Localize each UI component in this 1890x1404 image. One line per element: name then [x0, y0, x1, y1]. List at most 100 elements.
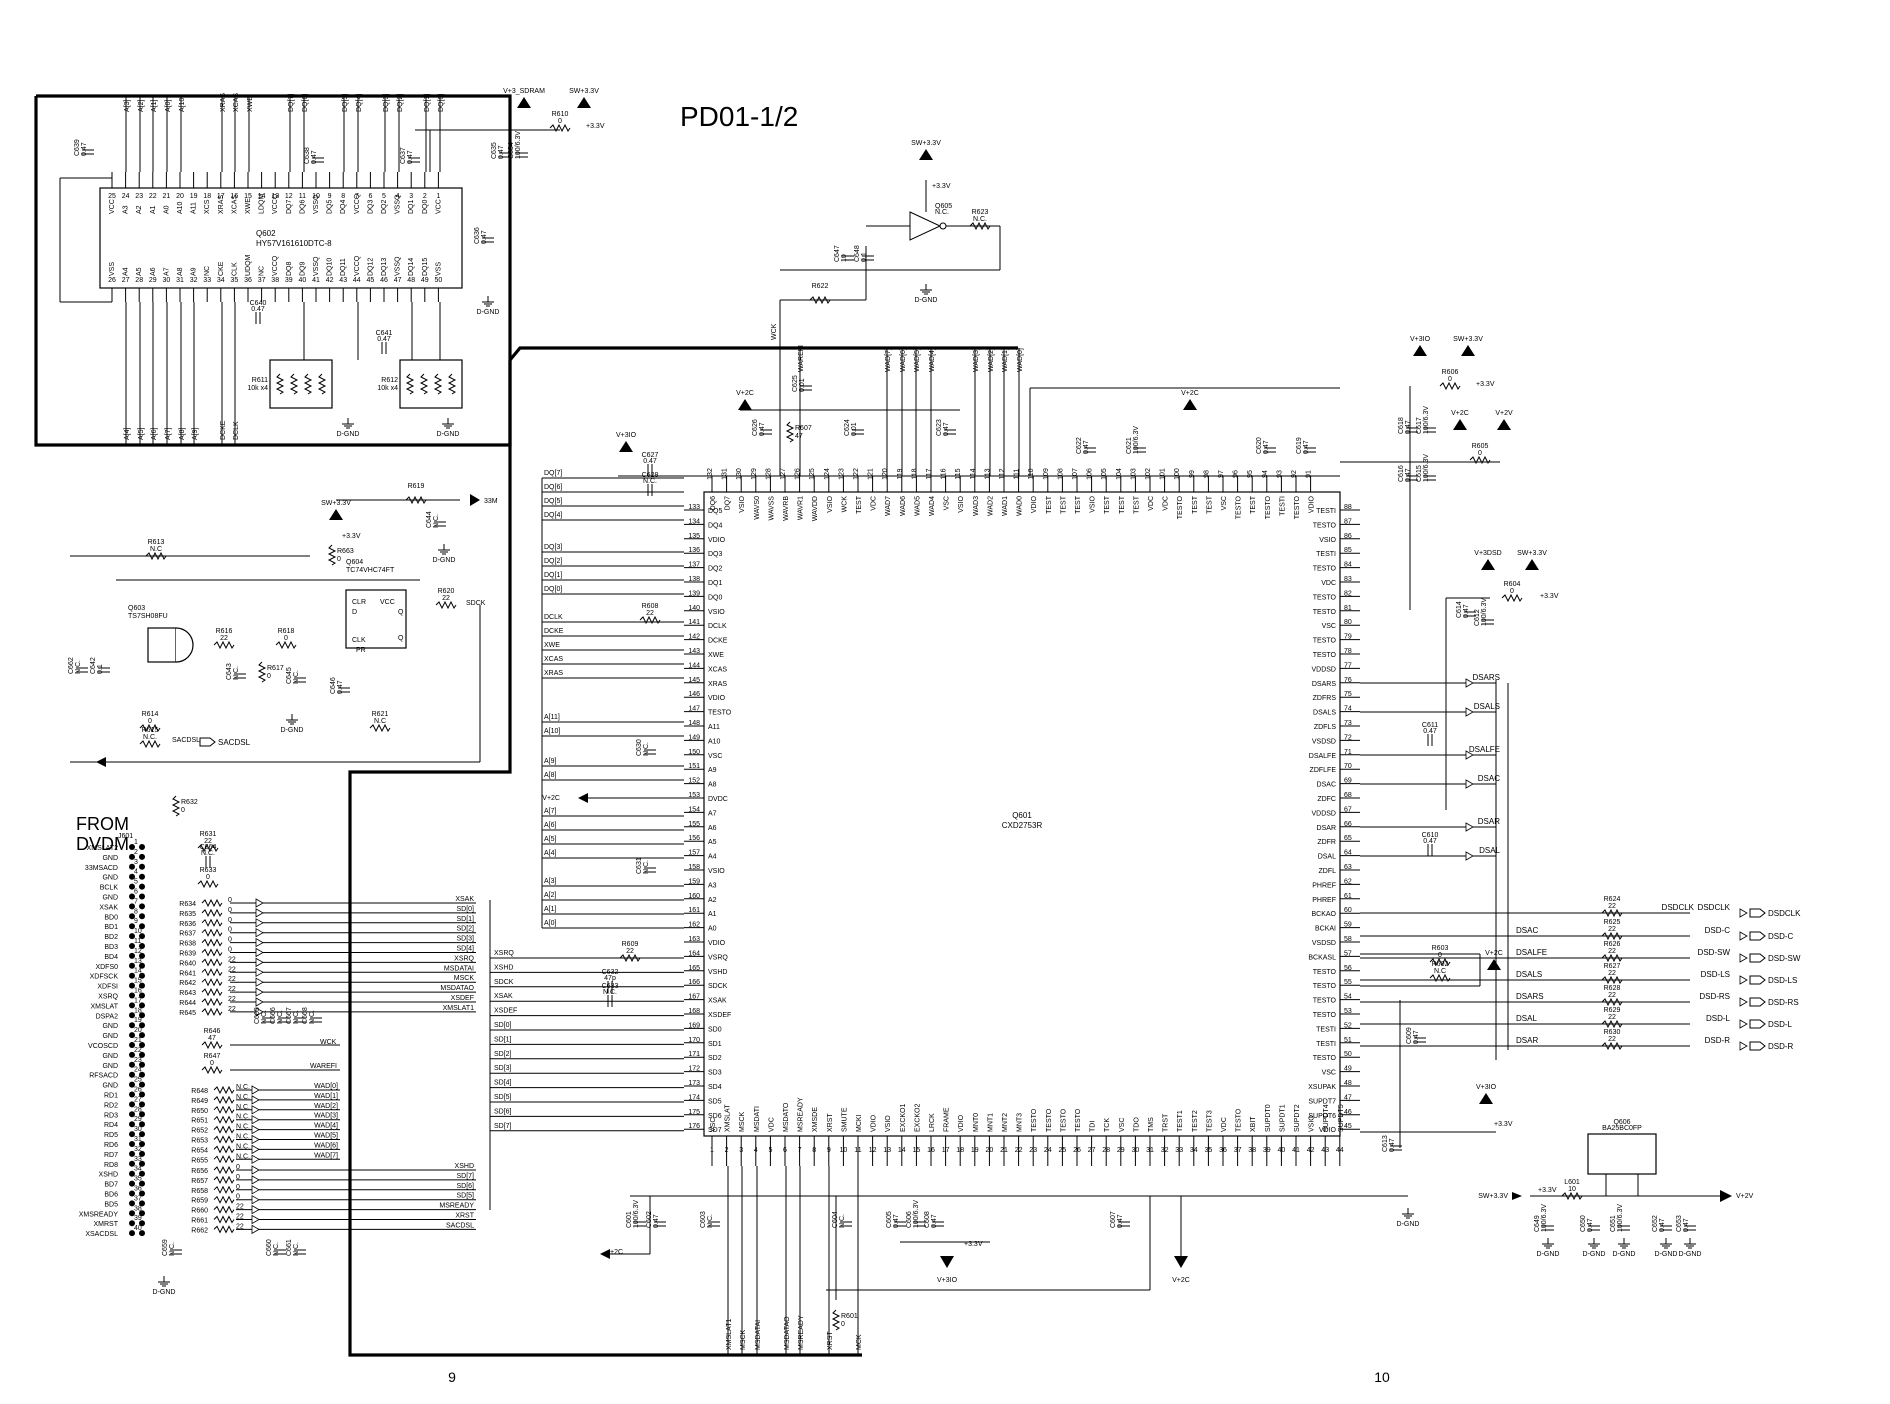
capacitor-ref: C640: [250, 300, 267, 307]
pin-name: TESTO: [1265, 495, 1272, 519]
resistor-value: 22: [1608, 948, 1616, 955]
capacitor-ref: C660: [266, 1239, 273, 1256]
connector-pin: [129, 1101, 135, 1108]
net-label: A[4]: [544, 850, 557, 857]
pin-name: DSALFE: [1309, 753, 1337, 760]
pin-number: 34: [1190, 1147, 1198, 1154]
pin-name: XSAK: [708, 998, 727, 1005]
resistor-ref: R631: [200, 831, 217, 838]
connector-pin: [129, 1180, 135, 1187]
net-label: XSDEF: [451, 995, 474, 1002]
q605-inverter: [909, 211, 942, 241]
capacitor-ref: C630: [636, 739, 643, 756]
pin-name: PHREF: [1312, 897, 1336, 904]
resistor-ref: R648: [191, 1088, 208, 1095]
pin-number: 77: [1344, 662, 1352, 669]
pin-number: 25: [1059, 1147, 1067, 1154]
capacitor-ref: C619: [1296, 437, 1303, 454]
net-label: MSCK: [454, 975, 475, 982]
pin-number: 32: [190, 277, 198, 284]
net-label: WAD[4]: [929, 348, 936, 372]
pin-name: Q: [398, 635, 404, 642]
pin-name: DQ3: [708, 551, 723, 558]
resistor-ref: R638: [179, 941, 196, 948]
capacitor-value: 0.1: [861, 252, 868, 262]
pin-number: 101: [1160, 468, 1167, 480]
pin-name: ZDFC: [1317, 796, 1336, 803]
pin-name: TESTO: [1313, 1012, 1337, 1019]
resistor-value: N.C.: [236, 1084, 250, 1091]
pin-name: VSC: [1221, 496, 1228, 510]
capacitor-ref: C621: [1126, 437, 1133, 454]
pin-name: VDDSD: [1311, 810, 1336, 817]
connector-pin-label: XDFSCK: [90, 974, 119, 981]
resistor-symbol: [1601, 997, 1623, 1007]
pin-number: 74: [1344, 706, 1352, 713]
pin-name: TESTI: [1316, 1041, 1336, 1048]
pin-name: CKE: [218, 261, 225, 276]
resistor-symbol: [1561, 1191, 1583, 1201]
capacitor-value: 100/6.3V: [1423, 454, 1430, 482]
power-label: +3.3V: [586, 123, 605, 130]
pin-name: TEST1: [1177, 1110, 1184, 1132]
power-label: SW+3.3V: [1453, 336, 1483, 343]
net-label: WAD[5]: [914, 348, 921, 372]
pin-name: TESTO: [1177, 495, 1184, 519]
pin-name: TEST: [1133, 495, 1140, 514]
connector-pin-number: 8: [134, 908, 138, 915]
net-label: DSD-LS: [1701, 970, 1730, 979]
pin-number: 29: [149, 277, 157, 284]
pin-number: 22: [1015, 1147, 1023, 1154]
power-label: SW+3.3V: [569, 88, 599, 95]
resistor-value: 22: [228, 976, 236, 983]
connector-pin-number: 11: [134, 938, 141, 945]
connector-pin: [129, 873, 135, 880]
resistor-symbol: [213, 1155, 235, 1164]
output-port-icon: [1749, 1041, 1766, 1051]
resistor-ref: R659: [191, 1198, 208, 1205]
pin-name: DVDC: [708, 796, 728, 803]
pin-number: 33: [203, 277, 211, 284]
connector-pin-number: 26: [134, 1087, 142, 1094]
net-label: WCK: [320, 1039, 337, 1046]
resistor-value: 0: [236, 1174, 240, 1181]
buffer-icon: [255, 937, 264, 948]
capacitor-value: N.C.: [293, 670, 300, 684]
pin-number: 51: [1344, 1037, 1352, 1044]
main-chip: [703, 491, 1341, 1137]
connector-pin-number: 4: [134, 869, 138, 876]
connector-pin: [139, 962, 145, 969]
pin-name: DQ0: [708, 594, 723, 601]
pin-number: 143: [688, 648, 700, 655]
net-label: DSAC: [1516, 926, 1538, 935]
resistor-value: 22: [236, 1223, 244, 1230]
resistor-symbol: [213, 1195, 235, 1204]
output-port-icon: [199, 737, 216, 747]
capacitor-value: 10: [841, 254, 848, 262]
pin-name: PHREF: [1312, 882, 1336, 889]
net-label: WAD[7]: [885, 348, 892, 372]
pin-number: 130: [736, 468, 743, 480]
connector-pin: [139, 1111, 145, 1118]
connector-pin-number: 32: [134, 1146, 142, 1153]
pin-number: 34: [217, 277, 225, 284]
pin-number: 91: [1306, 470, 1313, 478]
connector-pin: [129, 893, 135, 900]
arrow-left-icon: [470, 494, 480, 506]
resistor-value: 0: [148, 718, 152, 725]
pin-name: DQ15: [422, 258, 429, 276]
pin-name: VDDSD: [1311, 666, 1336, 673]
pin-number: 145: [688, 677, 700, 684]
pin-number: 82: [1344, 590, 1352, 597]
resistor-value: 22: [228, 966, 236, 973]
connector-pin-number: 19: [134, 1017, 142, 1024]
net-label: SD[1]: [456, 916, 474, 923]
net-label: A[5]: [544, 836, 557, 843]
pin-number: 5: [768, 1147, 772, 1154]
pin-name: DQ6: [710, 496, 717, 511]
net-label: DSAL: [1516, 1014, 1537, 1023]
net-label: SD[7]: [494, 1123, 512, 1130]
pin-number: 2: [725, 1147, 729, 1154]
resistor-ref: R640: [179, 960, 196, 967]
pin-name: BCKAI: [1315, 926, 1336, 933]
